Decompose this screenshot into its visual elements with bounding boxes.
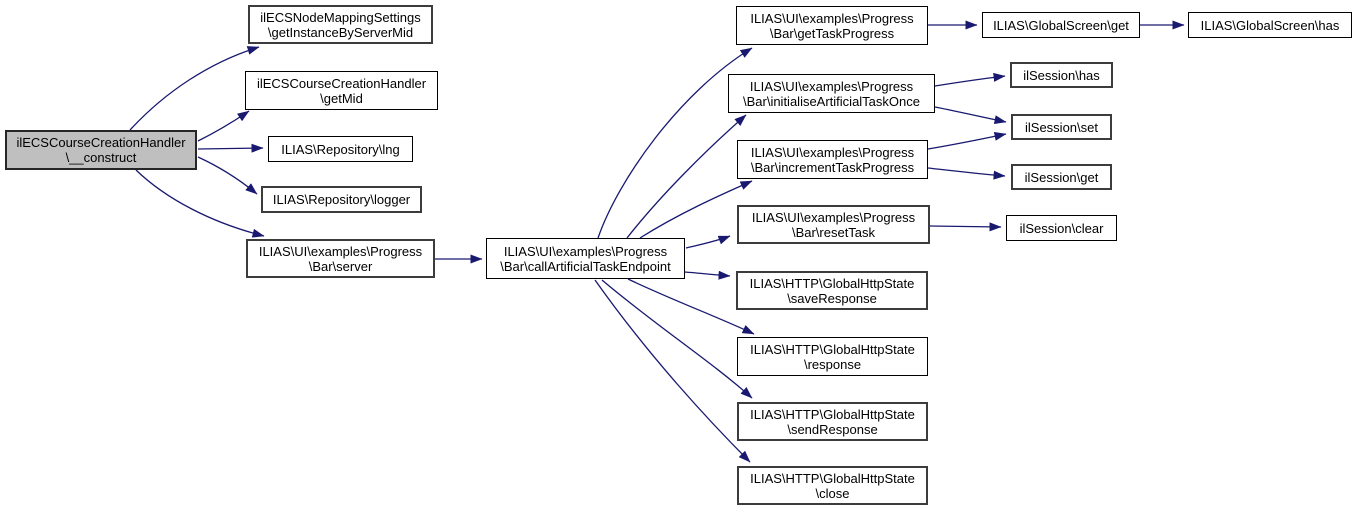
node-label-line: ILIAS\GlobalScreen\get <box>993 17 1129 33</box>
node-label-line: ILIAS\GlobalScreen\has <box>1200 17 1340 33</box>
node-label-line: ILIAS\UI\examples\Progress <box>749 78 914 94</box>
node-label-line: \Bar\resetTask <box>791 224 876 240</box>
edge-reset-task-to-session-clear <box>929 222 1002 232</box>
edge-construct-to-logger <box>197 156 258 195</box>
node-label-line: ILIAS\Repository\logger <box>272 192 411 207</box>
node-globalscreen-get[interactable]: ILIAS\GlobalScreen\get <box>982 12 1140 38</box>
node-label-line: ILIAS\HTTP\GlobalHttpState <box>749 275 915 291</box>
edge-call-artificial-task-endpoint-to-response <box>627 278 755 335</box>
node-label-line: ILIAS\UI\examples\Progress <box>503 243 668 259</box>
node-save-response[interactable]: ILIAS\HTTP\GlobalHttpState\saveResponse <box>736 271 928 310</box>
node-session-set[interactable]: ilSession\set <box>1011 114 1112 140</box>
node-session-has[interactable]: ilSession\has <box>1010 62 1113 88</box>
edge-increment-task-progress-to-session-get <box>927 167 1006 180</box>
edge-call-artificial-task-endpoint-to-reset-task <box>685 235 731 249</box>
node-label-line: \response <box>803 356 862 372</box>
node-session-clear[interactable]: ilSession\clear <box>1006 215 1117 241</box>
node-label-line: \sendResponse <box>787 421 878 437</box>
edge-call-artificial-task-endpoint-to-increment-task-progress <box>639 180 753 239</box>
edge-initialise-artificial-task-once-to-session-has <box>934 72 1006 87</box>
node-label-line: ILIAS\UI\examples\Progress <box>751 209 916 225</box>
edge-construct-to-lng <box>197 143 264 153</box>
edge-initialise-artificial-task-once-to-session-set <box>934 106 1007 125</box>
edge-construct-to-get-instance-by-server-mid <box>129 46 260 131</box>
node-label-line: \__construct <box>65 150 137 165</box>
edge-call-artificial-task-endpoint-to-initialise-artificial-task-once <box>626 114 747 239</box>
node-server[interactable]: ILIAS\UI\examples\Progress\Bar\server <box>246 239 435 278</box>
node-label-line: \Bar\getTaskProgress <box>769 25 895 41</box>
node-label-line: ilSession\set <box>1025 119 1098 135</box>
node-label-line: ILIAS\UI\examples\Progress <box>750 10 914 26</box>
node-label-line: ILIAS\HTTP\GlobalHttpState <box>750 341 915 357</box>
node-reset-task[interactable]: ILIAS\UI\examples\Progress\Bar\resetTask <box>737 205 930 244</box>
node-label-line: \getMid <box>320 90 363 106</box>
edge-construct-to-get-mid <box>197 110 250 142</box>
edge-call-artificial-task-endpoint-to-save-response <box>683 270 731 280</box>
node-close[interactable]: ILIAS\HTTP\GlobalHttpState\close <box>737 466 928 505</box>
node-label-line: \Bar\initialiseArtificialTaskOnce <box>742 93 920 109</box>
node-label-line: ilECSNodeMappingSettings <box>260 9 421 25</box>
node-label-line: \saveResponse <box>787 290 877 306</box>
node-label-line: ilSession\get <box>1024 169 1099 185</box>
node-label-line: ilECSCourseCreationHandler <box>16 135 186 150</box>
node-send-response[interactable]: ILIAS\HTTP\GlobalHttpState\sendResponse <box>737 402 928 441</box>
node-label-line: \Bar\incrementTaskProgress <box>750 159 915 175</box>
node-label-line: \close <box>815 485 850 501</box>
node-get-instance-by-server-mid[interactable]: ilECSNodeMappingSettings\getInstanceBySe… <box>248 5 433 44</box>
edge-increment-task-progress-to-session-set <box>927 131 1007 150</box>
edge-call-artificial-task-endpoint-to-get-task-progress <box>597 47 753 239</box>
node-lng[interactable]: ILIAS\Repository\lng <box>268 136 413 162</box>
node-label-line: \Bar\callArtificialTaskEndpoint <box>500 258 671 274</box>
node-label-line: \getInstanceByServerMid <box>267 24 414 40</box>
node-get-mid[interactable]: ilECSCourseCreationHandler\getMid <box>245 71 438 110</box>
node-label-line: ILIAS\UI\examples\Progress <box>258 243 423 259</box>
node-response[interactable]: ILIAS\HTTP\GlobalHttpState\response <box>737 337 928 376</box>
node-label-line: ilECSCourseCreationHandler <box>256 75 427 91</box>
node-construct: ilECSCourseCreationHandler\__construct <box>5 130 197 170</box>
node-increment-task-progress[interactable]: ILIAS\UI\examples\Progress\Bar\increment… <box>737 140 928 179</box>
node-call-artificial-task-endpoint[interactable]: ILIAS\UI\examples\Progress\Bar\callArtif… <box>486 238 685 279</box>
node-session-get[interactable]: ilSession\get <box>1011 164 1112 190</box>
edge-paths <box>129 20 1185 463</box>
node-label-line: ILIAS\HTTP\GlobalHttpState <box>750 406 915 422</box>
node-label-line: ILIAS\UI\examples\Progress <box>750 144 915 160</box>
node-globalscreen-has[interactable]: ILIAS\GlobalScreen\has <box>1188 12 1352 38</box>
node-label-line: ILIAS\Repository\lng <box>281 141 400 157</box>
node-get-task-progress[interactable]: ILIAS\UI\examples\Progress\Bar\getTaskPr… <box>736 6 928 45</box>
node-label-line: \Bar\server <box>308 258 373 274</box>
node-label-line: ILIAS\HTTP\GlobalHttpState <box>750 470 915 486</box>
node-label-line: ilSession\clear <box>1019 220 1104 236</box>
node-label-line: ilSession\has <box>1023 67 1100 83</box>
node-logger[interactable]: ILIAS\Repository\logger <box>261 186 422 213</box>
edge-construct-to-server <box>135 169 265 238</box>
node-initialise-artificial-task-once[interactable]: ILIAS\UI\examples\Progress\Bar\initialis… <box>728 74 935 113</box>
edge-call-artificial-task-endpoint-to-close <box>594 279 751 463</box>
edge-call-artificial-task-endpoint-to-send-response <box>601 279 753 399</box>
